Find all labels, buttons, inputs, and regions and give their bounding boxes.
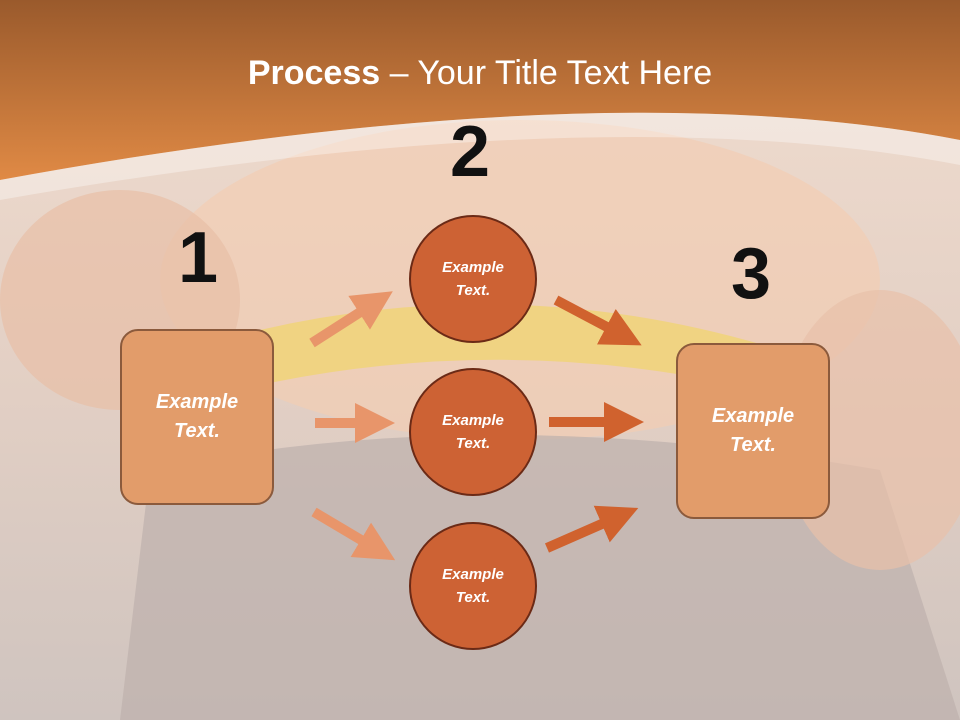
arrow-left-to-bottom [311,507,396,561]
circle-top-line2: Text. [455,282,491,299]
circle-bottom-line1: Example [442,566,504,583]
arrow-left-to-top [309,291,393,348]
step-number-2: 2 [450,112,491,192]
arrow-bottom-to-right [544,505,639,553]
step-number-1: 1 [178,218,219,298]
step-number-3: 3 [731,234,772,314]
title-rest: – Your Title Text Here [380,54,713,92]
slide-title: Process – Your Title Text Here [0,54,960,93]
title-bold: Process [247,54,381,92]
circle-bottom-line2: Text. [455,589,491,606]
box-left-line2: Text. [174,420,220,442]
circle-top-line1: Example [442,259,504,276]
arrow-top-to-right [553,295,642,346]
box-left-line1: Example [155,391,239,413]
box-right-line2: Text. [730,434,776,456]
circle-middle-line1: Example [442,412,504,429]
box-right-line1: Example [711,405,795,427]
circle-middle-line2: Text. [455,435,491,452]
